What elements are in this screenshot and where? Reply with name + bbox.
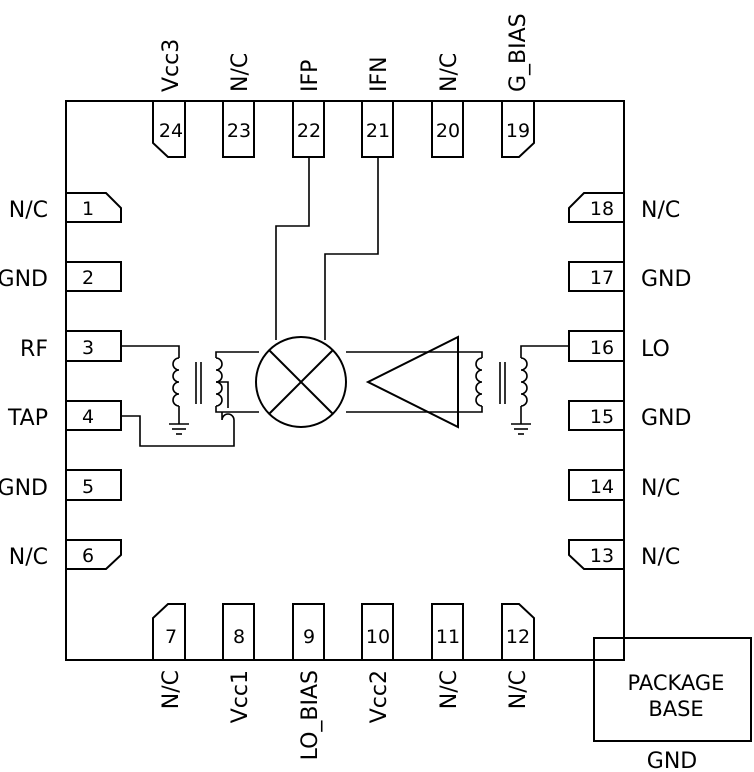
pin-2: 2 GND — [0, 261, 122, 292]
pin-18-label: N/C — [641, 198, 680, 223]
pin-14-label: N/C — [641, 476, 680, 501]
pin-7-number: 7 — [165, 626, 177, 648]
pin-15-number: 15 — [590, 406, 614, 428]
pin-1-number: 1 — [82, 198, 94, 220]
pin-22: 22 IFP — [292, 60, 325, 158]
lo-primary-coil — [520, 357, 528, 407]
pin-20-label: N/C — [437, 53, 462, 92]
pin-23-label: N/C — [228, 53, 253, 92]
pin-11: 11 N/C — [431, 603, 464, 709]
lo-input-wire — [520, 345, 569, 358]
pin-20-number: 20 — [436, 120, 460, 142]
pin-9-label: LO_BIAS — [298, 670, 323, 760]
pin-13-number: 13 — [590, 545, 614, 567]
pin-6-label: N/C — [9, 545, 48, 570]
lo-secondary-coil — [475, 357, 483, 407]
pin-22-label: IFP — [298, 60, 323, 92]
pin-5-label: GND — [0, 476, 48, 501]
pin-3-label: RF — [20, 337, 48, 362]
pin-5: 5 GND — [0, 469, 122, 501]
ground-icon — [511, 423, 531, 435]
pin-8-number: 8 — [233, 626, 245, 648]
pin-18: 18 N/C — [568, 192, 680, 223]
pin-1-label: N/C — [9, 198, 48, 223]
pin-19: 19 G_BIAS — [501, 13, 535, 158]
ground-icon — [169, 423, 189, 435]
balun-to-mixer-top — [215, 351, 259, 358]
pin-23: 23 N/C — [222, 53, 255, 158]
pin-24: 24 Vcc3 — [152, 39, 186, 158]
lo-balun — [473, 345, 569, 435]
pin-4-label: TAP — [7, 406, 48, 431]
pin-12: 12 N/C — [501, 603, 535, 709]
pin-5-number: 5 — [82, 476, 94, 498]
pin-24-label: Vcc3 — [159, 39, 184, 92]
lo-amp-to-balun-bottom — [473, 406, 483, 413]
pin-12-label: N/C — [506, 670, 531, 709]
pin-4: 4 TAP — [7, 400, 122, 431]
package-base-line2: BASE — [648, 697, 703, 721]
pin-17-number: 17 — [590, 267, 614, 289]
pin-3-number: 3 — [82, 337, 94, 359]
pin-12-number: 12 — [506, 626, 530, 648]
pin-11-label: N/C — [437, 670, 462, 709]
pin-9-number: 9 — [303, 626, 315, 648]
pin-10-label: Vcc2 — [367, 670, 392, 723]
ifp-wire — [275, 157, 310, 340]
pin-21: 21 IFN — [361, 56, 394, 158]
pin-14: 14 N/C — [568, 469, 680, 501]
chip-body — [65, 100, 625, 661]
pin-19-number: 19 — [506, 120, 530, 142]
rf-primary-coil — [172, 357, 180, 407]
pin-13: 13 N/C — [568, 539, 680, 570]
lo-amplifier-symbol — [365, 335, 459, 429]
package-base-box — [593, 637, 752, 742]
pin-23-number: 23 — [227, 120, 251, 142]
package-base-line1: PACKAGE — [628, 671, 725, 695]
pin-8: 8 Vcc1 — [222, 603, 255, 723]
pin-9: 9 LO_BIAS — [292, 603, 325, 760]
pin-10: 10 Vcc2 — [361, 603, 394, 723]
pin-21-number: 21 — [366, 120, 390, 142]
pin-21-label: IFN — [367, 56, 392, 92]
tap-wire — [121, 412, 235, 447]
pin-19-label: G_BIAS — [506, 13, 531, 92]
balun-to-mixer-bottom — [215, 406, 259, 413]
pin-20: 20 N/C — [431, 53, 464, 158]
balun-center-tap — [216, 381, 229, 408]
ifn-wire — [324, 157, 379, 340]
pin-17-label: GND — [641, 267, 691, 292]
rf-balun — [121, 345, 259, 447]
pin-24-number: 24 — [159, 120, 183, 142]
pin-14-number: 14 — [590, 476, 614, 498]
pin-10-number: 10 — [366, 626, 390, 648]
pin-6-number: 6 — [82, 545, 94, 567]
pin-2-number: 2 — [82, 267, 94, 289]
package-base-gnd-label: GND — [647, 749, 697, 772]
pin-7-label: N/C — [159, 670, 184, 709]
pin-7: 7 N/C — [152, 603, 186, 709]
pin-17: 17 GND — [568, 261, 691, 292]
pin-16-label: LO — [641, 337, 670, 362]
pin-1: 1 N/C — [9, 192, 122, 223]
lo-amp-to-balun-top — [473, 351, 483, 358]
pin-13-label: N/C — [641, 545, 680, 570]
pin-15: 15 GND — [568, 400, 691, 431]
pin-4-number: 4 — [82, 406, 94, 428]
mixer-symbol — [255, 336, 347, 428]
pin-8-label: Vcc1 — [228, 670, 253, 723]
rf-input-wire — [121, 345, 180, 358]
pin-11-number: 11 — [436, 626, 460, 648]
pin-18-number: 18 — [590, 198, 614, 220]
pin-2-label: GND — [0, 267, 48, 292]
pin-16-number: 16 — [590, 337, 614, 359]
pin-16: 16 LO — [568, 330, 670, 362]
pin-3: 3 RF — [20, 330, 122, 362]
pin-6: 6 N/C — [9, 539, 122, 570]
pin-15-label: GND — [641, 406, 691, 431]
pin-22-number: 22 — [297, 120, 321, 142]
